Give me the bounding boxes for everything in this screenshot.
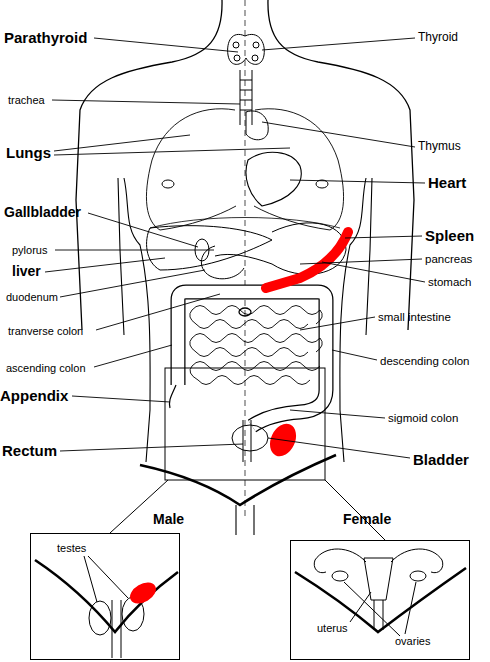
organ-label: Gallbladder — [4, 205, 81, 220]
leader-line — [268, 438, 410, 458]
organ-label: uterus — [317, 622, 348, 634]
inset-box: Maletestes — [30, 533, 180, 660]
duodenum-shape — [201, 246, 244, 279]
leader-line — [54, 135, 190, 151]
parathyroid-gland — [233, 42, 239, 48]
fallopian-tube — [314, 549, 443, 573]
organ-label: ovaries — [395, 635, 430, 647]
organ-label: Heart — [428, 175, 466, 192]
organ-label: liver — [12, 264, 41, 279]
organ-label: duodenum — [6, 291, 58, 303]
leader-line — [52, 100, 240, 104]
organ-label: small intestine — [378, 311, 451, 324]
leader-line — [344, 582, 400, 636]
organ-label: Rectum — [2, 443, 57, 460]
organ-label: pylorus — [12, 244, 47, 256]
inset-heading: Male — [153, 512, 184, 527]
uterus-shape — [364, 558, 393, 630]
colon-fill — [178, 292, 326, 426]
leader-line — [94, 345, 172, 367]
organ-label: tranverse colon — [8, 325, 83, 337]
rectum-shape — [243, 420, 251, 462]
inset-pointer — [325, 480, 385, 540]
ovary-shape — [410, 571, 426, 581]
organ-label: Lungs — [6, 145, 51, 162]
navel — [239, 308, 251, 316]
heart-shape — [246, 152, 301, 206]
colon-outline — [178, 292, 326, 426]
leader-line — [94, 38, 238, 52]
leader-line — [72, 396, 170, 402]
leader-line — [55, 250, 214, 251]
hip-line — [35, 560, 178, 632]
organ-label: Appendix — [0, 388, 68, 405]
hip-line — [140, 455, 336, 505]
ovary-shape — [332, 571, 348, 581]
organ-label: Thyroid — [418, 31, 458, 44]
parathyroid-gland — [253, 42, 259, 48]
organ-label: trachea — [8, 94, 45, 106]
leader-line — [45, 258, 165, 272]
organ-label: pancreas — [425, 253, 472, 266]
organ-label: ascending colon — [6, 362, 86, 374]
organ-label: testes — [57, 542, 86, 554]
testis-shape — [89, 601, 111, 635]
leader-line — [405, 582, 416, 634]
leader-line — [262, 122, 415, 147]
pelvic-inset-frame — [165, 368, 325, 480]
leader-line — [300, 317, 375, 330]
organ-label: descending colon — [380, 355, 470, 368]
leader-line — [60, 444, 243, 451]
highlight-mark — [126, 578, 159, 608]
leader-line — [60, 270, 205, 297]
leader-line — [88, 556, 128, 598]
leader-line — [96, 294, 220, 330]
parathyroid-gland — [234, 55, 240, 61]
nipple — [162, 180, 174, 188]
organ-label: Bladder — [413, 452, 469, 469]
leader-line — [290, 180, 425, 183]
bladder-shape — [232, 425, 268, 451]
leader-line — [88, 213, 198, 247]
organ-label: Parathyroid — [4, 30, 87, 47]
organ-label: sigmoid colon — [388, 412, 458, 425]
small-intestine-loops — [190, 306, 323, 385]
inset-box: Femaleuterusovaries — [290, 540, 470, 660]
midline — [245, 0, 246, 520]
leader-line — [345, 236, 422, 238]
inset-heading: Female — [343, 512, 391, 527]
leader-line — [322, 262, 425, 282]
leader-line — [350, 592, 371, 622]
leader-line — [54, 148, 290, 155]
highlight-mark — [266, 232, 348, 288]
leader-line — [290, 410, 385, 418]
parathyroid-gland — [252, 55, 258, 61]
organ-label: Thymus — [418, 140, 461, 153]
leader-line — [300, 259, 422, 264]
organ-label: stomach — [428, 276, 471, 289]
thymus-gland — [246, 111, 268, 140]
penis-shape — [112, 600, 121, 658]
thyroid-gland — [228, 34, 265, 64]
leader-line — [332, 350, 377, 360]
appendix-shape — [169, 385, 176, 408]
leader-lines — [45, 38, 425, 458]
leader-line — [262, 38, 415, 50]
organ-label: Spleen — [425, 228, 474, 245]
